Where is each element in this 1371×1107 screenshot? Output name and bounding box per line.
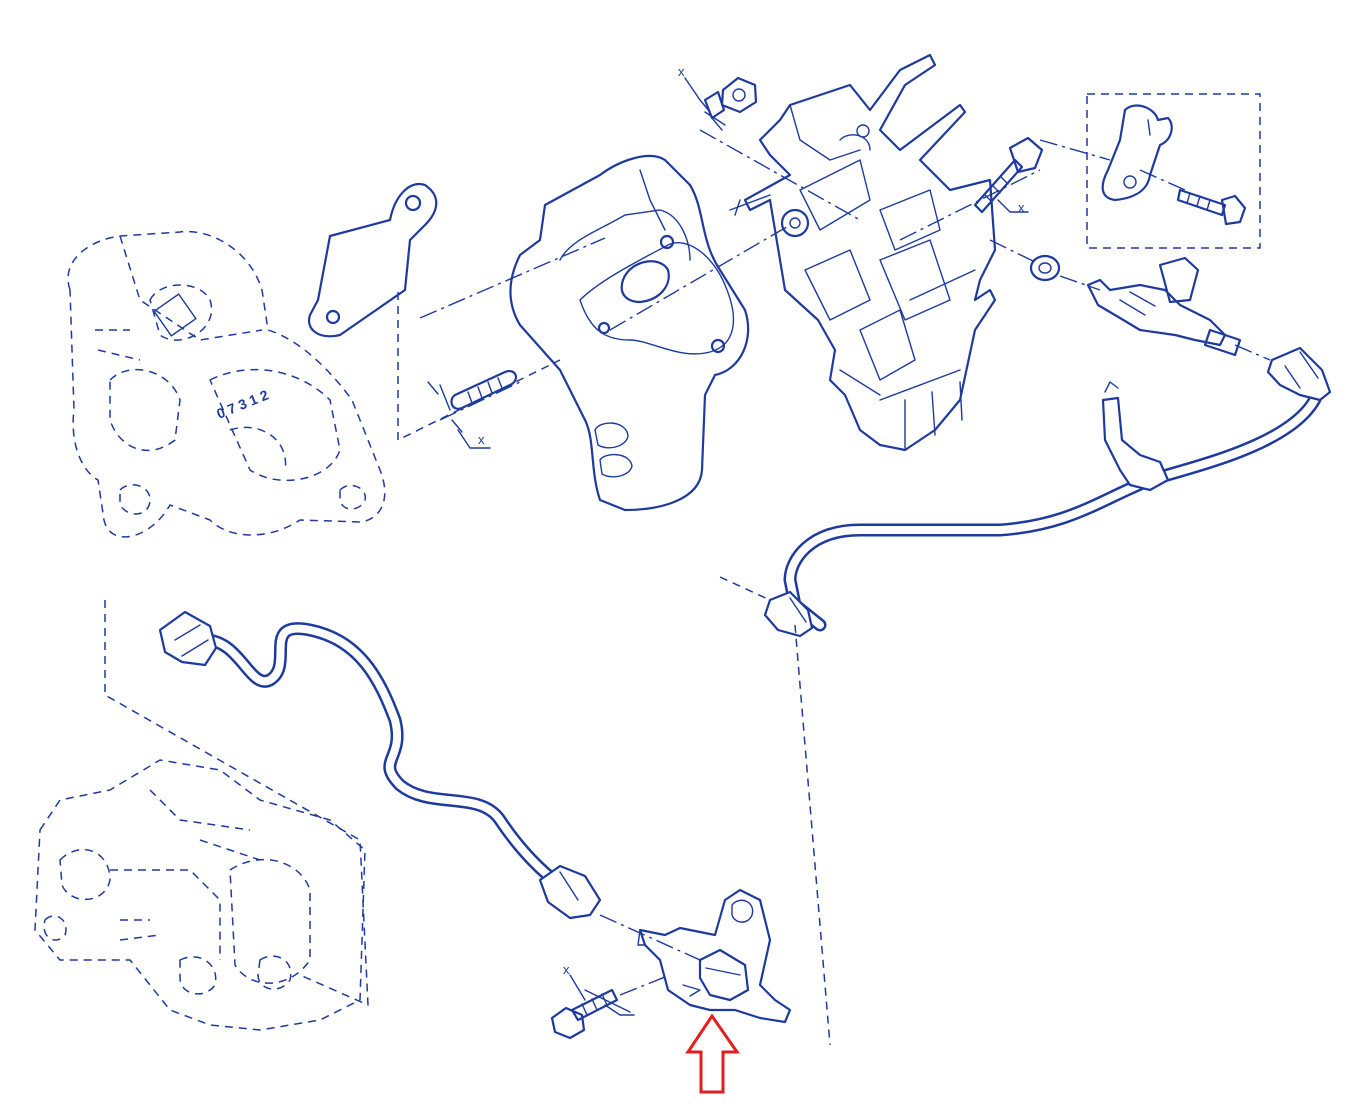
heat-shield [509,155,750,512]
stud-bolt: x [427,370,518,449]
injector-clamp [1101,104,1173,202]
fuel-injector [1086,256,1242,357]
detail-box-clamp [1086,93,1261,249]
lower-fuel-pipe [158,610,602,920]
sealing-washer [1029,254,1061,282]
gasket-plate [307,182,438,338]
phantom-engine-housing-top: 0 7 3 1 2 [67,230,386,538]
axis-line-bolt [899,139,1111,241]
axis-line-sensor-bolt [619,974,671,996]
phantom-fuel-pump [34,759,366,1031]
dimension-label-bolt: x [1018,200,1025,215]
assembly-guide-pipe-left [104,600,369,1006]
axis-line-clamp [1139,169,1186,191]
axis-line-pipe-lower [599,914,701,961]
dimension-label-stud: x [478,432,485,447]
dimension-label-sensor-bolt: x [563,962,570,977]
axis-line-shield [609,224,791,331]
axis-line-injector [1234,344,1271,361]
clamp-screw [1176,188,1247,226]
axis-line-stud [419,237,606,421]
component-stamp: 0 7 3 1 2 [214,386,271,421]
axis-line-washer [989,239,1101,291]
axis-line-nut [699,129,861,221]
dimension-label-nut: x [678,64,685,79]
flange-bolt: x [973,136,1044,215]
upper-fuel-pipe [763,346,1332,638]
up-arrow-icon [685,1013,740,1094]
fuel-pressure-sensor [637,888,792,1024]
sensor-mounting-bolt: x [550,962,635,1040]
mounting-bracket [729,53,997,452]
dimension-x-nut: x [678,64,726,131]
assembly-guide-pipe-right [719,576,831,1046]
hex-nut [703,76,758,120]
assembly-guide-bracket-stud [397,292,561,441]
